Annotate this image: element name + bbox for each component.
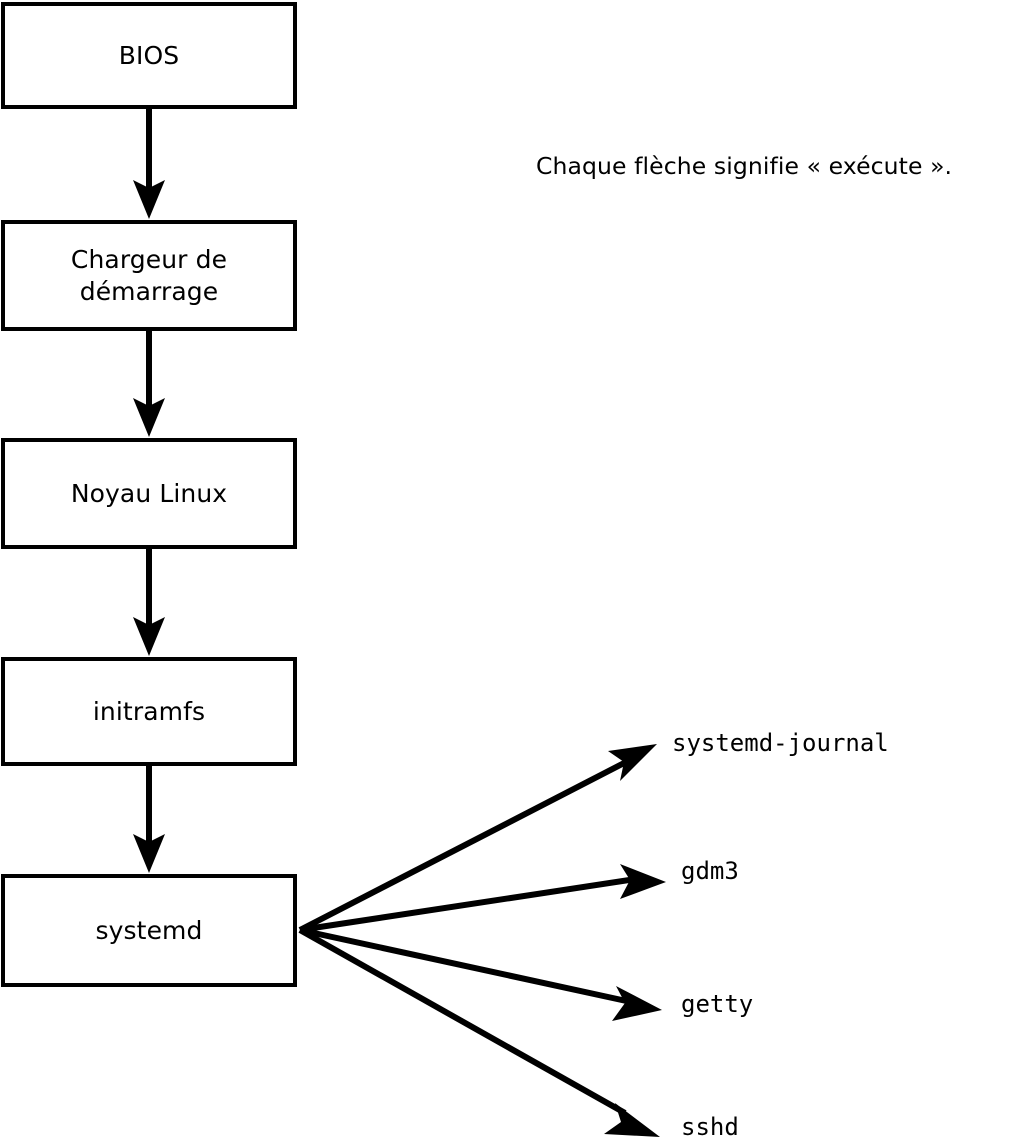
node-box-bios[interactable]: BIOS — [1, 2, 297, 109]
node-box-systemd[interactable]: systemd — [1, 874, 297, 987]
arrow-bootloader-to-kernel — [133, 330, 165, 437]
node-label-bios: BIOS — [118, 40, 180, 70]
arrow-bios-to-bootloader — [133, 107, 165, 219]
node-label-initramfs: initramfs — [92, 696, 206, 726]
node-label-bootloader: Chargeur de démarrage — [70, 244, 228, 306]
service-label-gdm3[interactable]: gdm3 — [681, 857, 739, 885]
service-label-sshd[interactable]: sshd — [681, 1113, 739, 1141]
node-label-kernel: Noyau Linux — [70, 478, 228, 508]
arrow-initramfs-to-systemd — [133, 765, 165, 873]
node-box-initramfs[interactable]: initramfs — [1, 657, 297, 766]
node-box-bootloader[interactable]: Chargeur de démarrage — [1, 220, 297, 331]
node-label-systemd: systemd — [95, 915, 203, 945]
arrow-systemd-to-gdm3 — [299, 864, 666, 933]
node-box-kernel[interactable]: Noyau Linux — [1, 438, 297, 549]
arrow-kernel-to-initramfs — [133, 548, 165, 656]
arrow-systemd-to-systemd-journal — [298, 744, 657, 933]
service-label-systemd-journal[interactable]: systemd-journal — [672, 729, 889, 757]
arrow-systemd-to-sshd — [298, 927, 660, 1137]
service-label-getty[interactable]: getty — [681, 990, 754, 1018]
arrow-systemd-to-getty — [299, 927, 662, 1021]
legend-caption: Chaque flèche signifie « exécute ». — [536, 152, 953, 180]
